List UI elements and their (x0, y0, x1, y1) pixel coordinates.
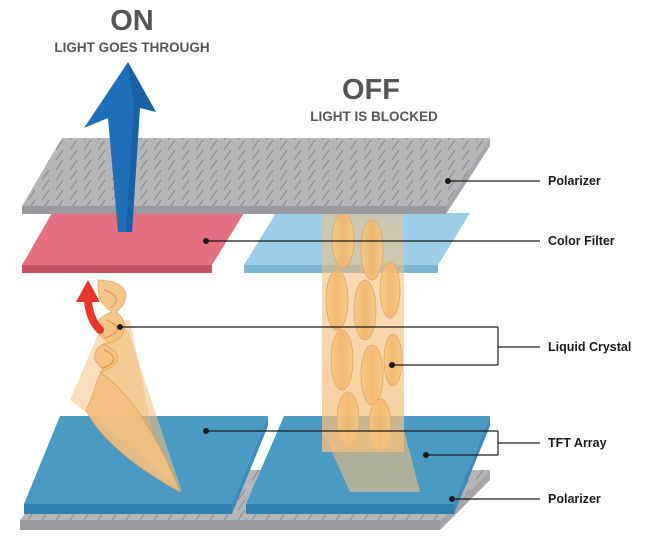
off-subtitle: LIGHT IS BLOCKED (310, 109, 438, 124)
leader-lines (117, 178, 540, 502)
liquid-crystal-off (322, 208, 420, 492)
label-tft-array: TFT Array (548, 436, 607, 450)
label-color-filter: Color Filter (548, 234, 615, 248)
label-polarizer-top: Polarizer (548, 174, 601, 188)
label-liquid-crystal: Liquid Crystal (548, 340, 631, 354)
up-arrow-icon (84, 62, 156, 232)
polarizer-top (22, 138, 490, 214)
liquid-crystal-on (70, 279, 182, 493)
on-title: ON (110, 5, 154, 37)
off-title: OFF (342, 74, 400, 106)
color-filter-on (22, 213, 244, 273)
label-polarizer-bottom: Polarizer (548, 492, 601, 506)
curved-arrow-icon (76, 280, 104, 334)
on-subtitle: LIGHT GOES THROUGH (54, 40, 209, 55)
